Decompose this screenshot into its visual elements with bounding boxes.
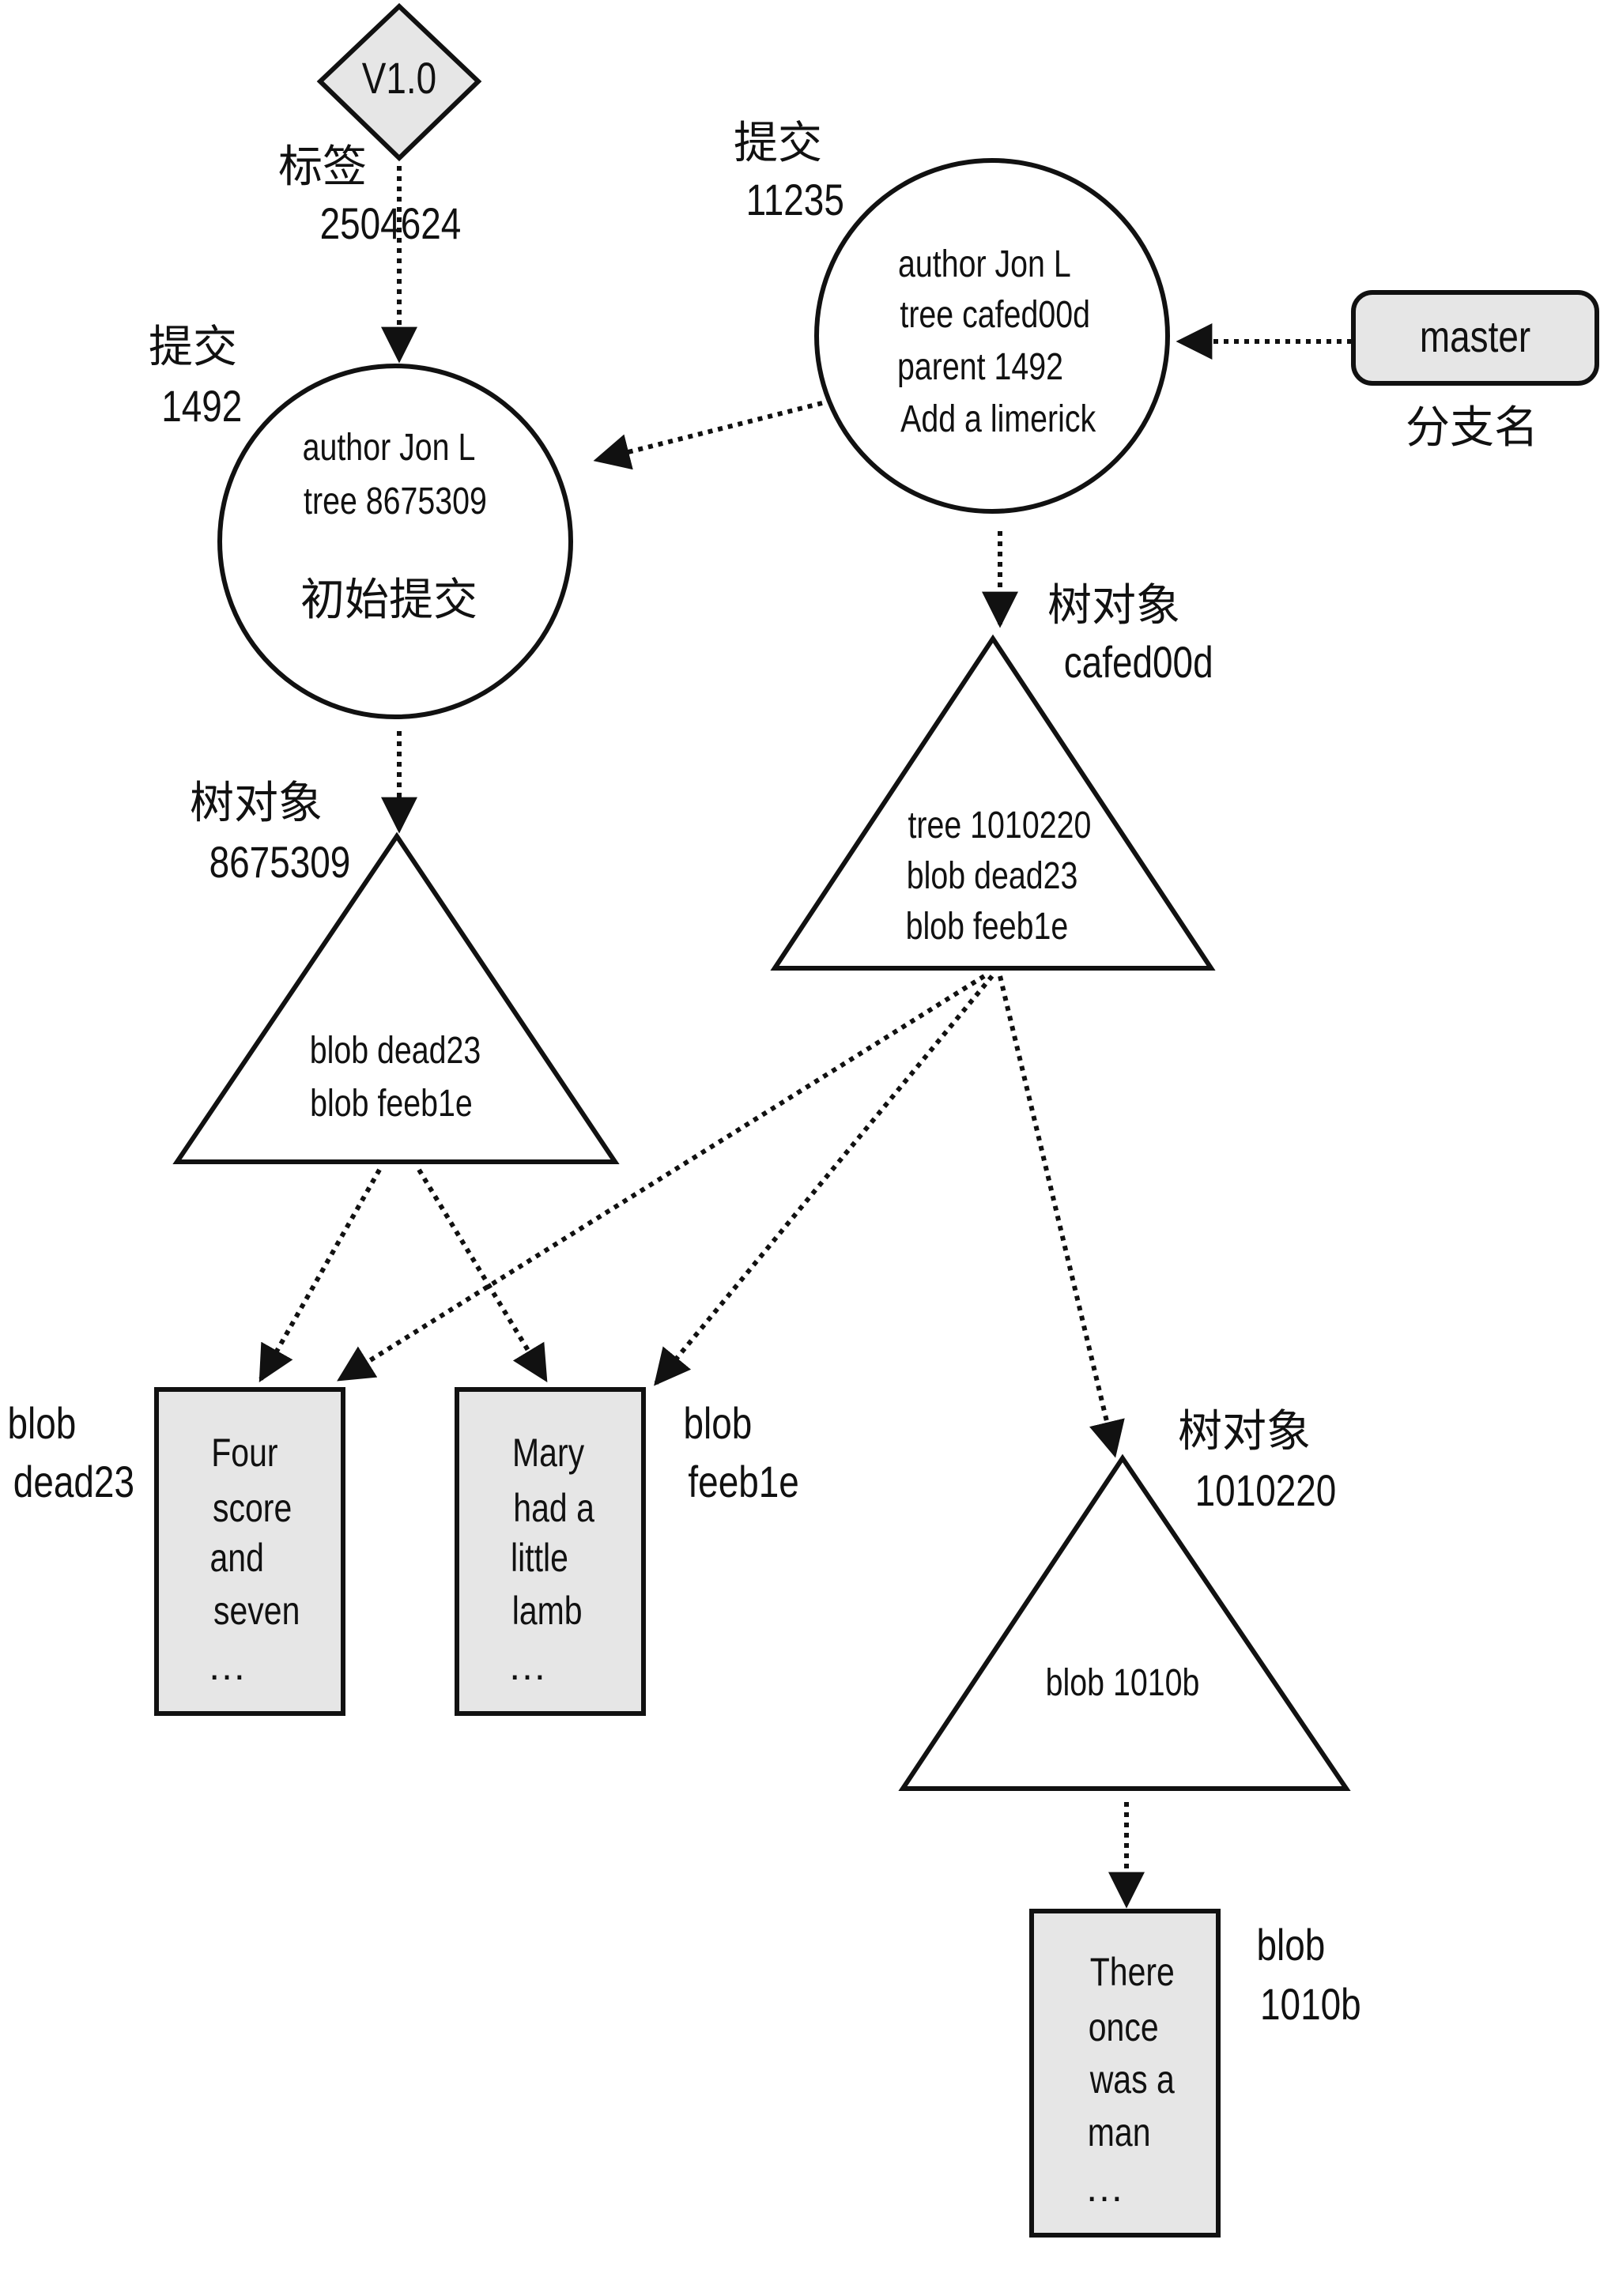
tree-1010220-label: 树对象 [1178,1406,1311,1456]
blob-feeb1e-line-1: had a [513,1486,594,1530]
blob-1010b-line-2: was a [1089,2057,1176,2102]
blob-feeb1e-box [455,1387,646,1716]
blob-1010b-id: 1010b [1260,1980,1361,2029]
blob-feeb1e-line-0: Mary [512,1431,584,1475]
branch-box-text: master [1420,311,1530,360]
commit-1492-line-author: author Jon L [303,426,476,469]
tree-8675309-id: 8675309 [209,838,351,887]
edge-commit-11235-to-commit-1492 [593,401,823,470]
tag-node: V1.0 [316,2,482,162]
tree-cafed00d-line-0: tree 1010220 [908,804,1091,846]
tree-8675309-label: 树对象 [190,778,323,828]
commit-1492-node: author Jon L tree 8675309 初始提交 [217,364,573,719]
blob-dead23-line-0: Four [211,1431,277,1475]
branch-node: master [1351,290,1599,386]
tree-8675309-line-1: blob feeb1e [310,1082,473,1125]
tree-cafed00d-id: cafed00d [1064,638,1213,687]
commit-1492-circle [217,364,573,719]
blob-dead23-node: Four score and seven … [154,1387,345,1716]
commit-11235-line-tree: tree cafed00d [900,293,1090,336]
commit-11235-circle [814,158,1170,514]
tree-1010220-triangle [898,1453,1351,1791]
blob-feeb1e-node: Mary had a little lamb … [455,1387,646,1716]
commit-11235-label: 提交 [734,118,822,168]
edge-tree-8675309-to-blob-dead23 [259,1168,382,1383]
tree-cafed00d-line-2: blob feeb1e [906,905,1069,948]
tree-cafed00d-label: 树对象 [1047,580,1180,630]
blob-feeb1e-label: blob [684,1399,753,1448]
blob-1010b-node: There once was a man … [1029,1909,1221,2238]
tag-box-text: V1.0 [362,53,436,102]
commit-1492-label: 提交 [149,322,237,371]
commit-11235-id: 11235 [746,175,844,224]
blob-1010b-line-4: … [1085,2166,1124,2210]
blob-1010b-line-0: There [1090,1950,1175,1994]
blob-feeb1e-line-3: lamb [512,1589,583,1633]
blob-dead23-id: dead23 [13,1457,134,1506]
tag-diamond [316,2,482,162]
edge-tree-cafed00d-to-tree-1010220 [998,975,1125,1458]
tree-1010220-line-0: blob 1010b [1046,1661,1200,1704]
tag-label: 标签 [278,141,367,191]
edges [259,166,1352,1909]
blob-feeb1e-line-2: little [511,1536,568,1580]
blob-feeb1e-line-4: … [508,1644,547,1688]
tree-8675309-line-0: blob dead23 [310,1029,481,1072]
tree-cafed00d-line-1: blob dead23 [907,854,1078,897]
tree-cafed00d-triangle [770,634,1216,971]
tree-1010220-id: 1010220 [1195,1466,1337,1515]
edge-tree-cafed00d-to-blob-feeb1e [654,975,994,1386]
blob-1010b-line-3: man [1088,2110,1151,2155]
tree-8675309-triangle [172,831,620,1164]
blob-dead23-line-3: seven [213,1589,300,1633]
edge-tree-8675309-to-blob-feeb1e [417,1168,548,1382]
tree-8675309-node: blob dead23 blob feeb1e [172,831,620,1164]
commit-11235-line-parent: parent 1492 [897,345,1063,388]
tree-1010220-node: blob 1010b [898,1453,1351,1791]
commit-1492-id: 1492 [161,382,242,431]
commit-11235-line-author: author Jon L [898,243,1071,285]
blob-feeb1e-id: feeb1e [688,1457,798,1506]
branch-label: 分支名 [1406,402,1538,452]
blob-1010b-line-1: once [1089,2005,1159,2049]
blob-dead23-label: blob [8,1399,77,1448]
commit-11235-node: author Jon L tree cafed00d parent 1492 A… [814,158,1170,514]
commit-1492-message: 初始提交 [300,575,477,624]
blob-1010b-box [1029,1909,1221,2238]
blob-dead23-line-2: and [210,1536,264,1580]
edge-tree-cafed00d-to-blob-dead23 [337,974,986,1382]
branch-box [1351,290,1599,386]
commit-11235-line-message: Add a limerick [900,398,1096,440]
commit-1492-line-tree: tree 8675309 [304,480,487,522]
blob-dead23-line-4: … [207,1644,247,1688]
blob-dead23-line-1: score [213,1486,292,1530]
blob-dead23-box [154,1387,345,1716]
blob-1010b-label: blob [1257,1921,1326,1970]
tree-cafed00d-node: tree 1010220 blob dead23 blob feeb1e [770,634,1216,971]
tag-id: 2504624 [320,199,462,248]
